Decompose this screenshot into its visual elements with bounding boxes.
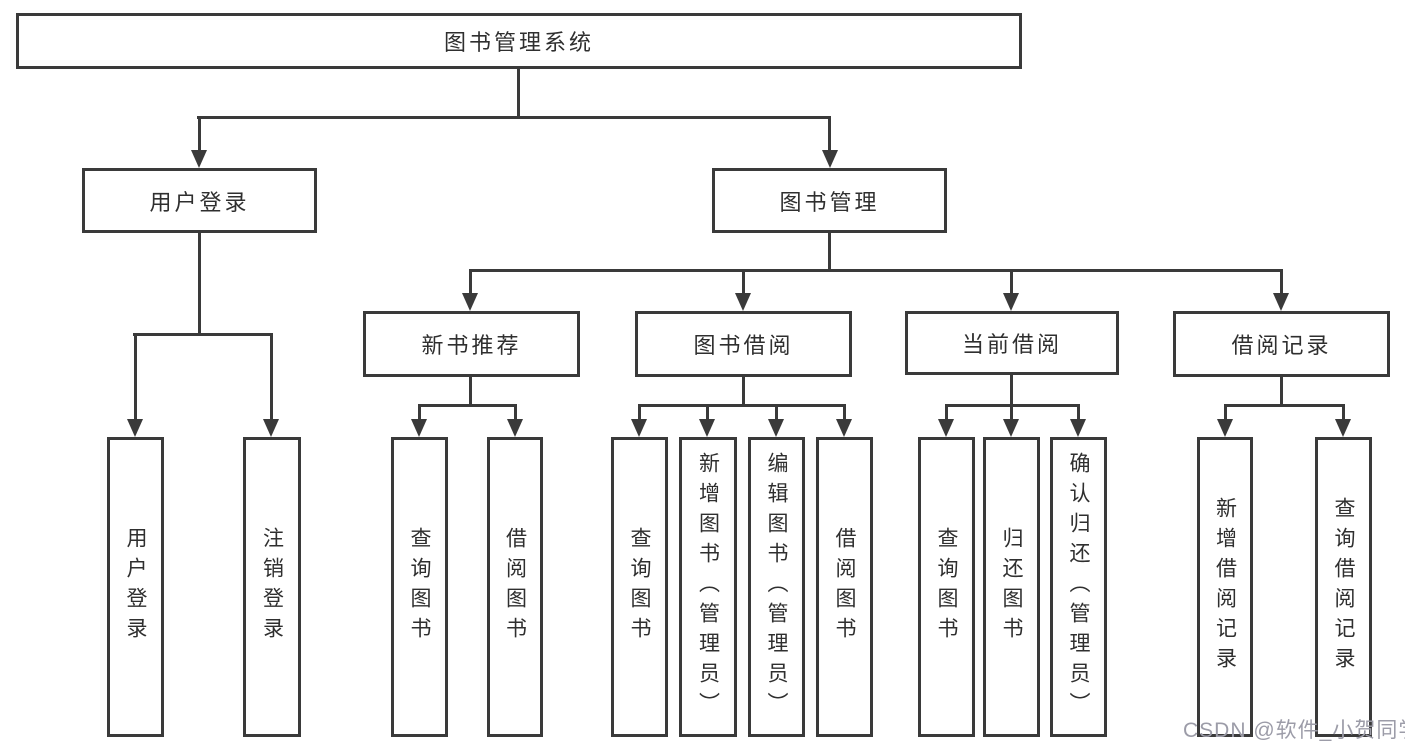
connector-line [1280, 377, 1283, 407]
node-label: 当前借阅 [961, 332, 1062, 357]
connector-line [945, 404, 948, 421]
connector-line [198, 233, 201, 335]
arrow-down-icon [768, 419, 784, 437]
connector-line [742, 377, 745, 407]
connector-line [418, 404, 517, 407]
arrow-down-icon [836, 419, 852, 437]
node-label: 归还图书 [1000, 527, 1023, 647]
arrow-down-icon [1070, 419, 1086, 437]
arrow-down-icon [462, 293, 478, 311]
node-label: 图书借阅 [693, 333, 794, 358]
node-label: 查询图书 [628, 527, 651, 647]
connector-line [742, 269, 745, 295]
connector-line [469, 377, 472, 407]
node-current-borrow: 当前借阅 [905, 311, 1119, 375]
node-label: 编辑图书（管理员） [765, 452, 788, 722]
node-label: 查询图书 [408, 527, 431, 647]
connector-line [469, 269, 472, 295]
connector-line [197, 116, 831, 119]
arrow-down-icon [1335, 419, 1351, 437]
node-label: 查询借阅记录 [1332, 497, 1355, 677]
node-label: 确认归还（管理员） [1067, 452, 1090, 722]
node-label: 新书推荐 [421, 333, 522, 358]
connector-line [270, 333, 273, 419]
connector-line [843, 404, 846, 421]
connector-line [775, 404, 778, 421]
connector-line [469, 269, 1283, 272]
arrow-down-icon [411, 419, 427, 437]
node-label: 图书管理系统 [443, 30, 594, 55]
connector-line [1010, 375, 1013, 407]
leaf-add-books-admin: 新增图书（管理员） [679, 437, 737, 737]
node-book-management: 图书管理 [712, 168, 947, 233]
connector-line [1342, 404, 1345, 421]
node-book-borrow: 图书借阅 [635, 311, 852, 377]
leaf-query-books-current: 查询图书 [918, 437, 975, 737]
connector-line [134, 333, 137, 419]
connector-line [1077, 404, 1080, 421]
connector-line [828, 116, 831, 152]
connector-line [198, 116, 201, 152]
arrow-down-icon [822, 150, 838, 168]
leaf-borrow-books-recommend: 借阅图书 [487, 437, 543, 737]
node-label: 图书管理 [779, 189, 880, 215]
leaf-return-books: 归还图书 [983, 437, 1040, 737]
arrow-down-icon [127, 419, 143, 437]
connector-line [1224, 404, 1345, 407]
connector-line [517, 68, 520, 118]
leaf-add-borrow-record: 新增借阅记录 [1197, 437, 1253, 737]
connector-line [706, 404, 709, 421]
leaf-borrow-books: 借阅图书 [816, 437, 873, 737]
node-label: 用户登录 [124, 527, 147, 647]
connector-line [514, 404, 517, 421]
connector-line [1224, 404, 1227, 421]
connector-line [638, 404, 846, 407]
node-label: 借阅图书 [833, 527, 856, 647]
node-label: 新增图书（管理员） [696, 452, 720, 722]
connector-line [638, 404, 641, 421]
leaf-confirm-return-admin: 确认归还（管理员） [1050, 437, 1107, 737]
connector-line [418, 404, 421, 421]
connector-line [1010, 269, 1013, 295]
node-label: 借阅记录 [1231, 333, 1332, 358]
leaf-query-borrow-record: 查询借阅记录 [1315, 437, 1372, 737]
node-borrow-record: 借阅记录 [1173, 311, 1390, 377]
node-library-system: 图书管理系统 [16, 13, 1022, 69]
node-new-book-recommend: 新书推荐 [363, 311, 580, 377]
watermark-text: CSDN @软件_小贺同学 [1183, 719, 1405, 742]
leaf-logout: 注销登录 [243, 437, 301, 737]
arrow-down-icon [1217, 419, 1233, 437]
connector-line [133, 333, 272, 336]
leaf-query-books-borrow: 查询图书 [611, 437, 668, 737]
node-label: 注销登录 [260, 527, 284, 647]
arrow-down-icon [507, 419, 523, 437]
leaf-query-books-recommend: 查询图书 [391, 437, 448, 737]
leaf-edit-books-admin: 编辑图书（管理员） [748, 437, 805, 737]
arrow-down-icon [631, 419, 647, 437]
node-label: 借阅图书 [503, 527, 527, 647]
arrow-down-icon [735, 293, 751, 311]
arrow-down-icon [263, 419, 279, 437]
node-user-login: 用户登录 [82, 168, 317, 233]
arrow-down-icon [699, 419, 715, 437]
connector-line [828, 233, 831, 272]
connector-line [1010, 404, 1013, 421]
connector-line [1280, 269, 1283, 295]
arrow-down-icon [1003, 293, 1019, 311]
node-label: 新增借阅记录 [1213, 497, 1237, 677]
arrow-down-icon [1003, 419, 1019, 437]
arrow-down-icon [938, 419, 954, 437]
arrow-down-icon [1273, 293, 1289, 311]
leaf-user-login: 用户登录 [107, 437, 164, 737]
arrow-down-icon [191, 150, 207, 168]
node-label: 查询图书 [935, 527, 958, 647]
node-label: 用户登录 [149, 189, 250, 215]
